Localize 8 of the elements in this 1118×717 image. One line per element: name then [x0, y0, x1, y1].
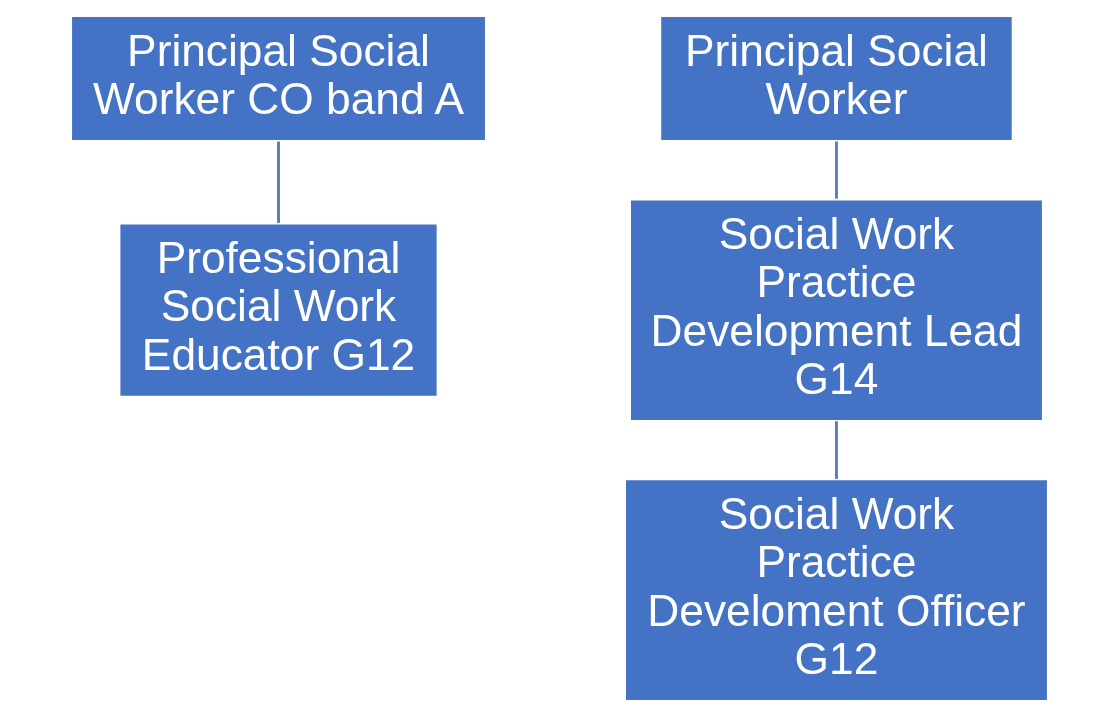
node-box: Social Work Practice Development Lead G14: [628, 198, 1044, 422]
connector: [834, 421, 838, 479]
node-box: Professional Social Work Educator G12: [117, 222, 439, 398]
connector: [834, 141, 838, 199]
node-box: Principal Social Worker CO band A: [69, 15, 487, 142]
node-box: Social Work Practice Develoment Officer G12: [623, 478, 1049, 702]
connector: [276, 141, 280, 223]
node-box: Principal Social Worker: [658, 15, 1014, 142]
